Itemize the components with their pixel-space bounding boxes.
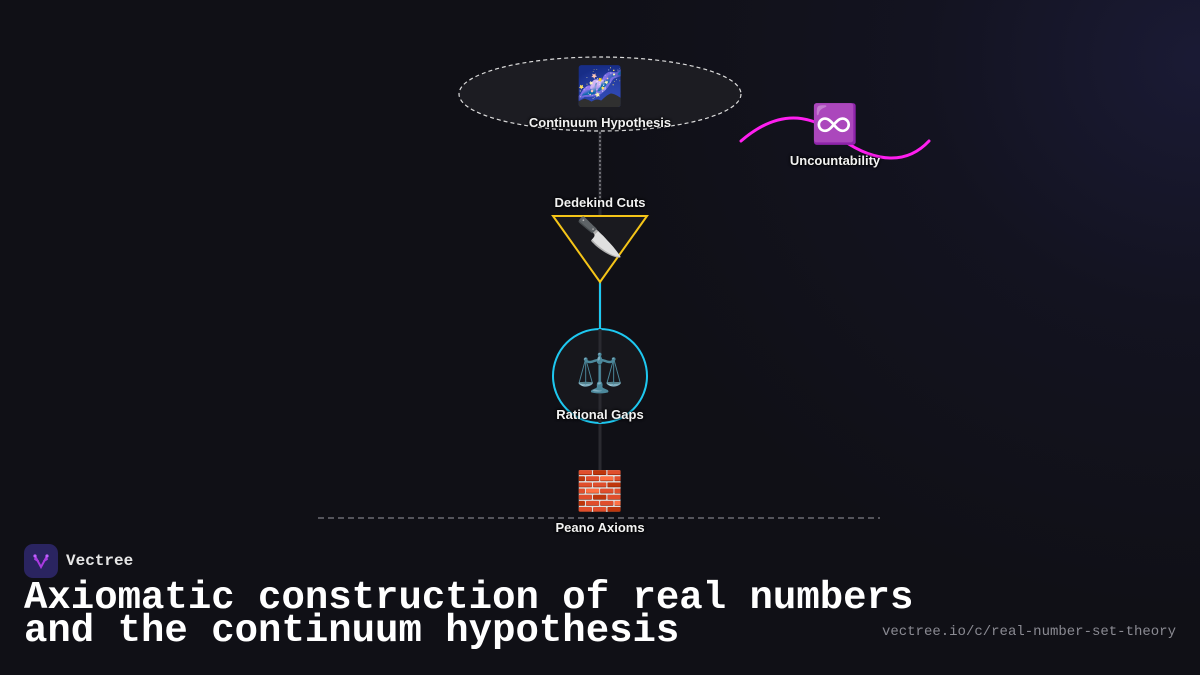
title-line-1: Axiomatic construction of real numbers xyxy=(24,576,914,620)
title-line-2: and the continuum hypothesis xyxy=(24,609,680,653)
continuum-hypothesis-ellipse[interactable] xyxy=(458,56,742,132)
vectree-logo-icon xyxy=(24,544,58,578)
infinity-icon: ♾️ xyxy=(811,102,859,146)
brand-name: Vectree xyxy=(66,552,134,570)
node-label-peano-axioms: Peano Axioms xyxy=(555,520,645,535)
node-label-uncountability: Uncountability xyxy=(789,153,881,168)
node-label-dedekind-cuts: Dedekind Cuts xyxy=(554,195,646,210)
brand: Vectree xyxy=(24,544,133,578)
balance-scale-icon: ⚖️ xyxy=(576,351,624,395)
source-url[interactable]: vectree.io/c/real-number-set-theory xyxy=(881,624,1176,640)
node-label-continuum-hypothesis: Continuum Hypothesis xyxy=(528,115,672,130)
dedekind-cuts-triangle[interactable] xyxy=(551,215,649,284)
brick-icon: 🧱 xyxy=(576,469,624,513)
node-label-rational-gaps: Rational Gaps xyxy=(556,407,644,422)
page-title: Axiomatic construction of real numbers a… xyxy=(24,579,913,651)
knife-icon: 🔪 xyxy=(576,215,624,259)
milky-way-icon: 🌌 xyxy=(576,64,624,108)
uncountability-wave[interactable] xyxy=(739,116,931,160)
